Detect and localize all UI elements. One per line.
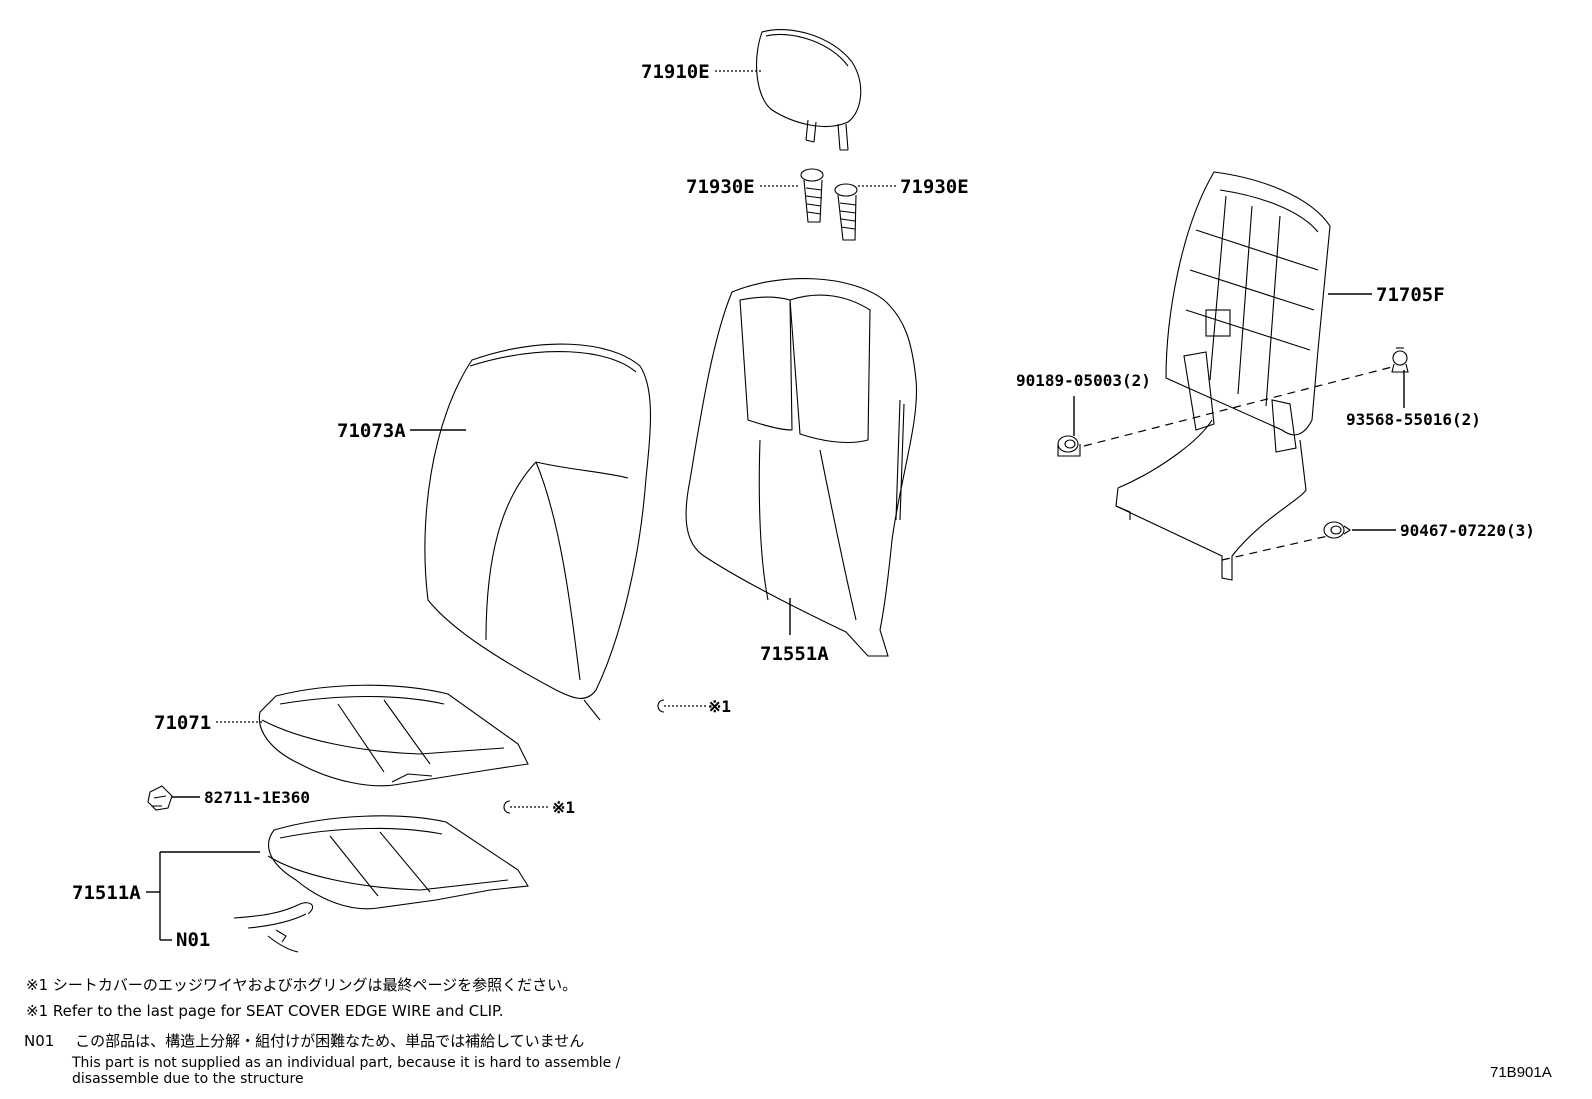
screw-93568-drawing [1391, 347, 1409, 373]
label-71071: 71071 [154, 712, 211, 734]
note-1: ※1 シートカバーのエッジワイヤおよびホグリングは最終ページを参照ください。 [26, 976, 577, 994]
label-82711-1E360: 82711-1E360 [204, 788, 310, 807]
label-90467-07220: 90467-07220(3) [1400, 521, 1535, 540]
cushion-pad-drawing [267, 815, 529, 910]
note-3: N01 この部品は、構造上分解・組付けが困難なため、単品では補給していません [24, 1032, 584, 1050]
note-3-english-line-2: disassemble due to the structure [72, 1071, 304, 1087]
note-2: ※1 Refer to the last page for SEAT COVER… [26, 1002, 504, 1020]
hog-ring-ref-1 [657, 699, 706, 713]
label-71910E: 71910E [641, 61, 710, 83]
cushion-cover-drawing [258, 684, 529, 787]
label-ref-1-b: ※1 [552, 798, 575, 817]
label-71073A: 71073A [337, 420, 406, 442]
label-71930E-left: 71930E [686, 176, 755, 198]
note-2-text: Refer to the last page for SEAT COVER ED… [52, 1002, 504, 1020]
seatback-board-drawing [1115, 171, 1331, 581]
note-2-mark: ※1 [26, 1002, 49, 1020]
note-1-mark: ※1 [26, 976, 49, 994]
note-3-text: この部品は、構造上分解・組付けが困難なため、単品では補給していません [75, 1032, 585, 1050]
hog-ring-ref-2 [503, 800, 550, 814]
label-93568-55016: 93568-55016(2) [1346, 410, 1481, 429]
label-ref-1-a: ※1 [708, 697, 731, 716]
clip-90467-drawing [1323, 521, 1351, 539]
label-71511A: 71511A [72, 882, 141, 904]
clip-82711-drawing [147, 785, 173, 811]
label-71705F: 71705F [1376, 284, 1445, 306]
label-71551A: 71551A [760, 643, 829, 665]
label-90189-05003: 90189-05003(2) [1016, 371, 1151, 390]
note-3-english-line-1: This part is not supplied as an individu… [72, 1055, 621, 1071]
clip-90189-drawing [1057, 435, 1081, 457]
seatback-pad-drawing [685, 278, 918, 657]
headrest-drawing [756, 29, 862, 151]
headrest-support-right [834, 183, 858, 241]
label-71930E-right: 71930E [900, 176, 969, 198]
note-1-text: シートカバーのエッジワイヤおよびホグリングは最終ページを参照ください。 [52, 976, 578, 994]
wire-harness-drawing [233, 902, 314, 953]
note-3-mark: N01 [24, 1032, 55, 1050]
label-N01: N01 [176, 929, 210, 951]
seatback-cover-drawing [424, 343, 651, 721]
diagram-code: 71B901A [1490, 1064, 1552, 1081]
headrest-support-left [800, 168, 824, 223]
